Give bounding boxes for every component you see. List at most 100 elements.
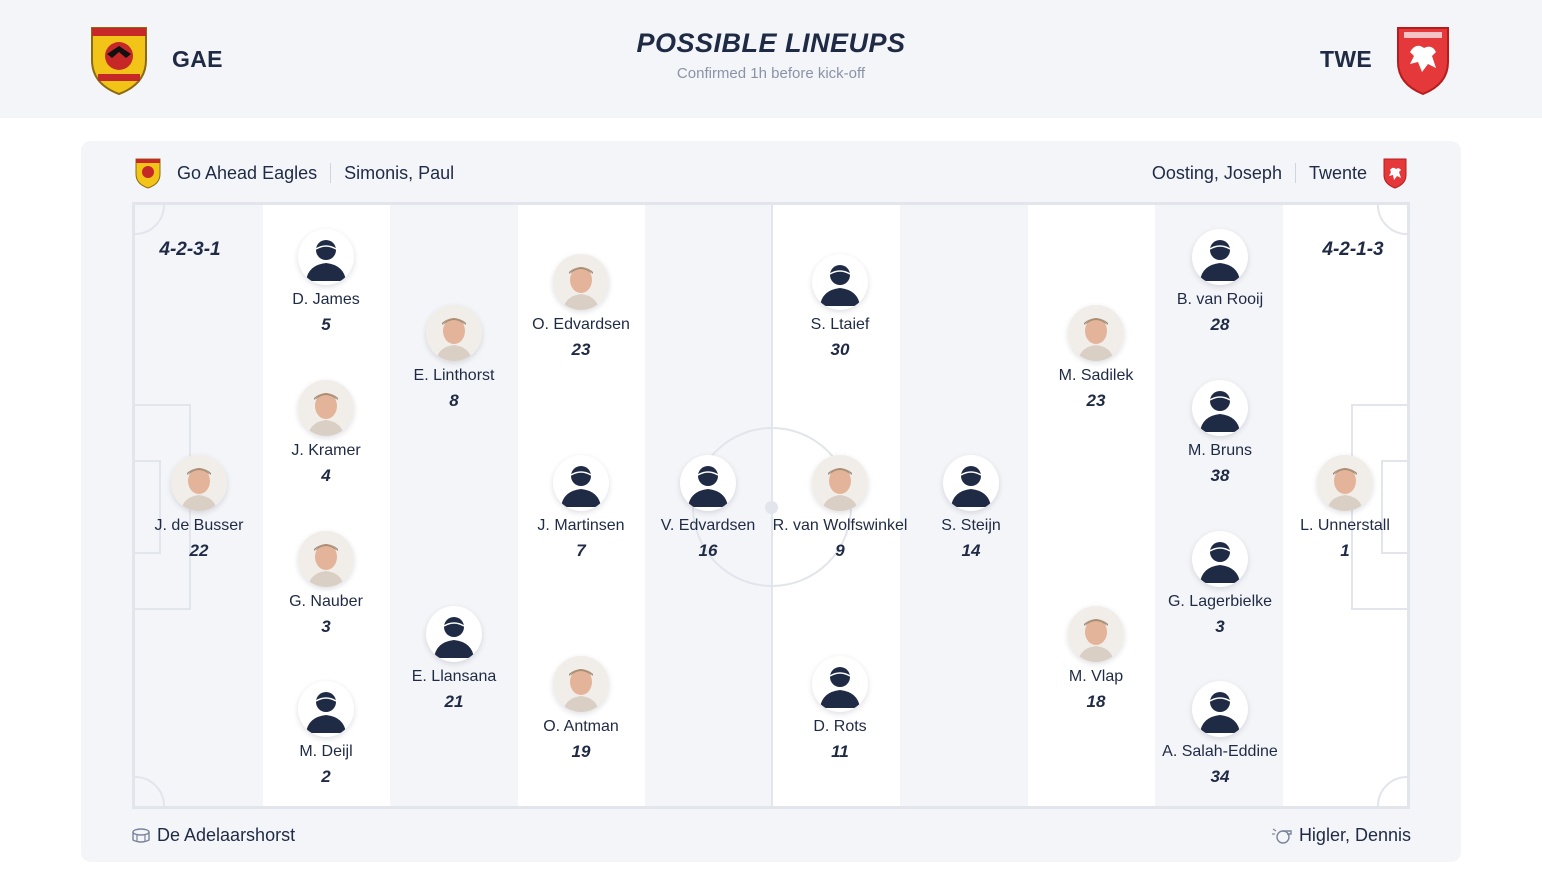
pitch-stripe <box>390 205 518 806</box>
player-card[interactable]: M. Vlap 18 <box>1021 606 1171 712</box>
player-avatar <box>1068 305 1124 361</box>
player-number: 22 <box>189 541 209 560</box>
player-name: M. Bruns <box>1187 442 1252 459</box>
player-avatar <box>812 254 868 310</box>
player-avatar <box>298 531 354 587</box>
referee-info: Higler, Dennis <box>1271 825 1411 846</box>
away-team-name[interactable]: Twente <box>1308 162 1367 183</box>
player-name: O. Antman <box>543 718 619 735</box>
player-name: D. Rots <box>813 718 867 735</box>
player-number: 23 <box>1086 391 1106 410</box>
player-card[interactable]: M. Deijl 2 <box>251 681 401 787</box>
home-team-abbr: GAE <box>172 45 223 72</box>
player-silhouette-icon <box>1200 692 1240 733</box>
divider <box>330 163 332 183</box>
player-avatar <box>298 229 354 285</box>
player-number: 11 <box>831 742 849 761</box>
player-card[interactable]: O. Antman 19 <box>506 656 656 762</box>
home-coach-name[interactable]: Simonis, Paul <box>344 162 455 183</box>
player-photo-icon <box>553 254 609 310</box>
player-number: 28 <box>1210 315 1230 334</box>
away-coach-name[interactable]: Oosting, Joseph <box>1151 162 1282 183</box>
player-name: G. Lagerbielke <box>1167 593 1273 610</box>
player-name: L. Unnerstall <box>1300 517 1390 534</box>
away-team-header[interactable]: TWE <box>1320 22 1454 96</box>
player-number: 3 <box>1215 617 1225 636</box>
away-formation: 4-2-1-3 <box>1322 239 1384 260</box>
player-card[interactable]: G. Lagerbielke 3 <box>1145 531 1295 637</box>
stadium-name: De Adelaarshorst <box>157 824 296 845</box>
away-team-small-crest-icon <box>1383 158 1407 189</box>
player-name: E. Llansana <box>411 668 497 685</box>
player-card[interactable]: L. Unnerstall 1 <box>1270 455 1407 561</box>
player-card[interactable]: D. James 5 <box>251 229 401 335</box>
player-avatar <box>1192 229 1248 285</box>
home-info: Go Ahead Eagles Simonis, Paul <box>133 156 454 190</box>
player-card[interactable]: D. Rots 11 <box>765 656 915 762</box>
home-team-name[interactable]: Go Ahead Eagles <box>177 162 318 183</box>
player-photo-icon <box>553 656 609 712</box>
player-avatar <box>171 455 227 511</box>
player-number: 30 <box>830 340 850 359</box>
player-silhouette-icon <box>820 667 860 708</box>
home-team-small-crest-icon <box>135 158 161 189</box>
player-name: S. Ltaief <box>810 316 870 333</box>
home-team-crest-icon <box>91 27 147 96</box>
player-silhouette-icon <box>1200 542 1240 583</box>
player-avatar <box>680 455 736 511</box>
player-number: 3 <box>321 617 331 636</box>
player-photo-icon <box>298 531 354 587</box>
player-name: D. James <box>292 291 360 308</box>
player-number: 9 <box>835 541 845 560</box>
player-photo-icon <box>812 455 868 511</box>
home-team-header[interactable]: GAE <box>86 22 223 96</box>
player-name: A. Salah-Eddine <box>1162 743 1278 760</box>
page-title: POSSIBLE LINEUPS <box>636 28 906 58</box>
player-card[interactable]: V. Edvardsen 16 <box>633 455 783 561</box>
player-avatar <box>812 656 868 712</box>
player-avatar <box>1192 531 1248 587</box>
center-spot <box>765 501 778 514</box>
away-info: Oosting, Joseph Twente <box>1152 156 1409 190</box>
player-avatar <box>812 455 868 511</box>
player-avatar <box>553 656 609 712</box>
player-photo-icon <box>298 380 354 436</box>
player-name: J. Kramer <box>291 442 361 459</box>
player-name: V. Edvardsen <box>660 517 756 534</box>
player-name: O. Edvardsen <box>532 316 630 333</box>
player-silhouette-icon <box>1200 240 1240 281</box>
stadium-icon <box>132 828 150 843</box>
player-number: 34 <box>1210 767 1230 786</box>
player-silhouette-icon <box>820 265 860 306</box>
player-card[interactable]: A. Salah-Eddine 34 <box>1145 681 1295 787</box>
player-name: M. Vlap <box>1068 668 1124 685</box>
player-number: 5 <box>321 315 331 334</box>
teams-info-row: Go Ahead Eagles Simonis, Paul Oosting, J… <box>133 155 1409 191</box>
away-team-abbr: TWE <box>1320 45 1372 72</box>
player-number: 16 <box>698 541 718 560</box>
player-avatar <box>553 254 609 310</box>
player-number: 19 <box>571 742 591 761</box>
player-avatar <box>298 681 354 737</box>
player-number: 18 <box>1086 692 1106 711</box>
player-name: M. Deijl <box>299 743 353 760</box>
page-subtitle: Confirmed 1h before kick-off <box>676 65 866 82</box>
player-name: E. Linthorst <box>413 367 495 384</box>
player-photo-icon <box>1068 606 1124 662</box>
player-number: 2 <box>321 767 331 786</box>
player-card[interactable]: S. Ltaief 30 <box>765 254 915 360</box>
player-number: 1 <box>1340 541 1350 560</box>
